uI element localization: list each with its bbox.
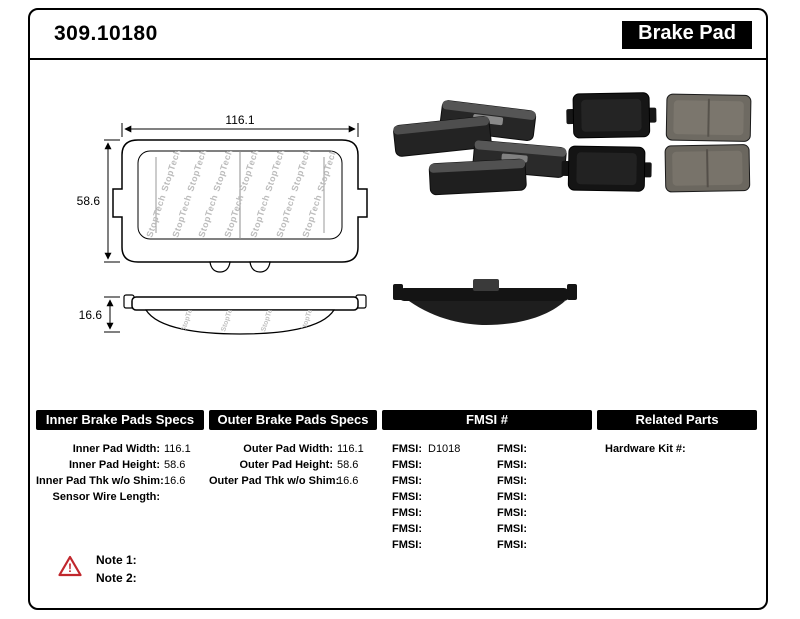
spec-tables: Inner Brake Pads Specs Inner Pad Width: … xyxy=(36,410,762,553)
fmsi-label: FMSI: xyxy=(392,539,422,551)
photo-pad-friction-1 xyxy=(665,93,752,142)
note-2-label: Note 2: xyxy=(96,571,137,585)
table-row: Outer Pad Height: 58.6 xyxy=(209,457,377,473)
table-row: FMSI: FMSI: xyxy=(382,537,592,553)
photo-pads-angled xyxy=(393,100,567,196)
fmsi-label: FMSI: xyxy=(497,523,527,535)
spec-label: Inner Pad Height: xyxy=(68,459,160,471)
fmsi-label: FMSI: xyxy=(392,475,422,487)
fmsi-table: FMSI # FMSI: D1018 FMSI: FMSI: FMSI: FMSI… xyxy=(382,410,592,553)
spec-label: Outer Pad Width: xyxy=(243,443,333,455)
table-row: Inner Pad Width: 116.1 xyxy=(36,441,204,457)
fmsi-label: FMSI: xyxy=(392,507,422,519)
photo-pad-angled-2 xyxy=(393,116,492,157)
photo-pads-flat xyxy=(561,92,752,193)
fmsi-label: FMSI: xyxy=(392,523,422,535)
note-1-label: Note 1: xyxy=(96,553,137,567)
spec-sheet: 309.10180 Brake Pad 116.1 58.6 xyxy=(28,8,768,610)
table-row: Outer Pad Width: 116.1 xyxy=(209,441,377,457)
table-row: FMSI: D1018 FMSI: xyxy=(382,441,592,457)
table-row: FMSI: FMSI: xyxy=(382,489,592,505)
table-row: FMSI: FMSI: xyxy=(382,505,592,521)
fmsi-label: FMSI: xyxy=(497,539,527,551)
fmsi-label: FMSI: xyxy=(497,459,527,471)
photo-pad-edge-view xyxy=(393,279,577,325)
photo-pad-back-1 xyxy=(566,92,657,139)
width-dimension-label: 116.1 xyxy=(225,113,254,127)
technical-drawing: 116.1 58.6 StopTech StopTech StopTech St… xyxy=(77,113,368,335)
spec-value: 58.6 xyxy=(337,459,359,471)
fmsi-label: FMSI: xyxy=(392,459,422,471)
product-type-badge: Brake Pad xyxy=(622,21,752,49)
inner-specs-table: Inner Brake Pads Specs Inner Pad Width: … xyxy=(36,410,204,553)
photo-pad-back-2 xyxy=(561,145,652,192)
fmsi-header: FMSI # xyxy=(382,410,592,430)
product-photos xyxy=(393,92,752,325)
table-row: FMSI: FMSI: xyxy=(382,457,592,473)
table-row: Sensor Wire Length: xyxy=(36,489,204,505)
spec-label: Sensor Wire Length: xyxy=(52,491,160,503)
related-parts-header: Related Parts xyxy=(597,410,757,430)
height-dimension-label: 58.6 xyxy=(77,194,101,208)
inner-specs-header: Inner Brake Pads Specs xyxy=(36,410,204,430)
table-row: Inner Pad Thk w/o Shim: 16.6 xyxy=(36,473,204,489)
table-row: FMSI: FMSI: xyxy=(382,521,592,537)
fmsi-label: FMSI: xyxy=(497,491,527,503)
side-friction-profile xyxy=(144,309,336,335)
table-row: Inner Pad Height: 58.6 xyxy=(36,457,204,473)
part-number: 309.10180 xyxy=(54,22,158,45)
pad-bottom-tabs xyxy=(209,261,271,273)
thickness-dimension-label: 16.6 xyxy=(79,308,103,322)
note-lines: Note 1: Note 2: xyxy=(96,551,137,587)
header-bar: 309.10180 Brake Pad xyxy=(30,10,766,60)
warning-icon-wrap: ! xyxy=(58,551,82,587)
spec-label: Inner Pad Width: xyxy=(72,443,160,455)
fmsi-label: FMSI: xyxy=(497,443,527,455)
related-parts-table: Related Parts Hardware Kit #: xyxy=(597,410,757,553)
side-backing-plate xyxy=(131,296,359,311)
fmsi-label: FMSI: xyxy=(497,507,527,519)
related-label: Hardware Kit #: xyxy=(605,443,686,455)
spec-value: 16.6 xyxy=(337,475,359,487)
spec-value: 116.1 xyxy=(337,443,364,455)
warning-glyph: ! xyxy=(68,561,72,575)
photo-pad-angled-4 xyxy=(428,158,527,196)
table-row: Outer Pad Thk w/o Shim: 16.6 xyxy=(209,473,377,489)
fmsi-value: D1018 xyxy=(428,443,461,455)
spec-value: 16.6 xyxy=(164,475,186,487)
notes-section: ! Note 1: Note 2: xyxy=(58,551,137,587)
spec-value: 116.1 xyxy=(164,443,191,455)
spec-value: 58.6 xyxy=(164,459,186,471)
spec-label: Outer Pad Height: xyxy=(239,459,333,471)
outer-specs-header: Outer Brake Pads Specs xyxy=(209,410,377,430)
fmsi-label: FMSI: xyxy=(497,475,527,487)
outer-specs-table: Outer Brake Pads Specs Outer Pad Width: … xyxy=(209,410,377,553)
photo-pad-friction-2 xyxy=(664,144,751,193)
spec-label: Inner Pad Thk w/o Shim: xyxy=(36,475,164,487)
table-row: FMSI: FMSI: xyxy=(382,473,592,489)
spec-label: Outer Pad Thk w/o Shim: xyxy=(209,475,340,487)
warning-icon: ! xyxy=(58,555,82,577)
fmsi-label: FMSI: xyxy=(392,443,422,455)
table-row: Hardware Kit #: xyxy=(597,441,757,457)
fmsi-label: FMSI: xyxy=(392,491,422,503)
